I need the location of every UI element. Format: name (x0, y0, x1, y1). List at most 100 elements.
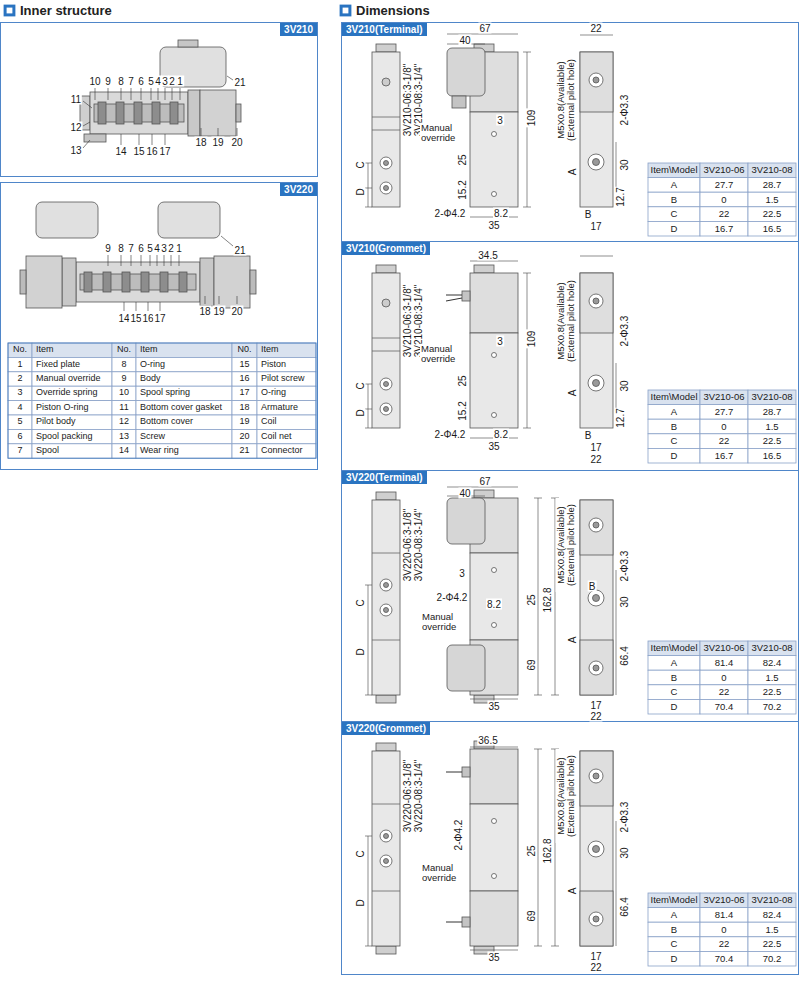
spool-land (179, 272, 187, 292)
table-grid (748, 448, 796, 463)
dimension-label: 162.8 (542, 586, 553, 613)
table-cell: 22 (718, 687, 731, 697)
table-grid (257, 357, 316, 371)
table-grid (136, 415, 232, 429)
port-symbol (589, 73, 603, 87)
table-grid (232, 357, 257, 371)
valve-edge (372, 640, 400, 641)
dimension-line (534, 946, 542, 947)
callout-number: 21 (233, 245, 246, 256)
table-grid (748, 405, 796, 420)
port-symbol (384, 382, 389, 387)
valve-front (372, 500, 400, 695)
table-cell: 70.2 (762, 953, 783, 963)
connector (160, 47, 226, 87)
port-symbol (380, 182, 392, 194)
table-cell: 18 (238, 403, 250, 413)
table-grid (748, 192, 796, 207)
dimension-label: 2-Φ4.2 (434, 208, 467, 219)
table-cell: Connector (260, 446, 304, 456)
dimension-label: 30 (619, 158, 630, 171)
dimension-line (616, 821, 617, 946)
dimension-label: D (355, 647, 366, 656)
coil (214, 256, 250, 308)
port-spec: 3V220-06:3-1/8" (402, 508, 413, 583)
table-cell: Fixed plate (35, 360, 81, 370)
table-grid (700, 908, 748, 923)
cable-gland (452, 96, 466, 108)
port-symbol (593, 77, 599, 83)
dimension-line (523, 273, 531, 274)
table-cell: 20 (238, 432, 250, 442)
dimension-label: 2-Φ3.3 (619, 801, 630, 834)
table-grid (700, 893, 748, 908)
table-grid (700, 405, 748, 420)
table-cell: 16.5 (762, 450, 783, 460)
valve-edge (372, 804, 400, 805)
table-grid (648, 670, 700, 685)
dimension-label: 8.2 (493, 429, 509, 440)
table-cell: 16.5 (762, 223, 783, 233)
knurled-cap (474, 490, 494, 498)
leader-line (141, 255, 142, 266)
table-cell: No. (12, 345, 28, 355)
table-cell: 27.7 (714, 407, 735, 417)
table-cell: 3V210-06 (702, 895, 745, 905)
dimension-line (365, 188, 372, 189)
table-grid (648, 390, 700, 405)
table-cell: 9 (120, 374, 127, 384)
port-symbol (593, 773, 599, 779)
dimension-label: 22 (589, 711, 602, 722)
leader-line (95, 88, 96, 100)
coil (200, 90, 236, 136)
valve-edge (372, 338, 400, 339)
callout-number: 10 (88, 76, 101, 87)
port-symbol (380, 830, 392, 842)
port-symbol (588, 154, 604, 170)
table-grid (8, 372, 32, 386)
table-grid (648, 922, 700, 937)
dimension-label: A (567, 168, 578, 177)
table-grid (648, 656, 700, 671)
dimension-line (551, 946, 559, 947)
dimension-line (580, 256, 613, 257)
table-grid (257, 429, 316, 443)
panel-title: 3V220(Terminal) (342, 471, 427, 484)
table-cell: 0 (720, 421, 727, 431)
table-grid (648, 685, 700, 700)
spool-land (98, 102, 106, 124)
table-cell: 22 (718, 436, 731, 446)
valve-body (76, 262, 200, 302)
dimension-label: D (355, 898, 366, 907)
table-grid (700, 163, 748, 178)
port-symbol (384, 834, 389, 839)
part-note: Manual override (420, 344, 464, 365)
table-cell: Override spring (35, 388, 99, 398)
callout-number: 6 (137, 76, 145, 87)
leader-line (171, 255, 172, 266)
table-cell: 1 (16, 360, 23, 370)
table-grid (112, 444, 136, 458)
dimension-line (580, 35, 613, 36)
table-cell: Item (35, 345, 55, 355)
leader-line (218, 128, 219, 136)
table-cell: 10 (118, 388, 130, 398)
dimension-label: 17 (589, 221, 602, 232)
table-cell: 14 (118, 446, 130, 456)
valve-edge (372, 351, 400, 352)
table-cell: A (670, 910, 678, 920)
table-grid (136, 357, 232, 371)
leader-line (151, 88, 152, 100)
table-grid (8, 415, 32, 429)
knurled-cap (376, 492, 396, 500)
mounting-hole (492, 568, 497, 573)
table-cell: C (670, 687, 679, 697)
table-border (8, 343, 316, 458)
table-grid (32, 415, 112, 429)
table-cell: 3V210-08 (750, 392, 793, 402)
dimension-label: 25 (526, 593, 537, 606)
table-cell: No. (116, 345, 132, 355)
port-spec: 3V210-06:3-1/8" (402, 63, 413, 138)
port-symbol (589, 518, 603, 532)
